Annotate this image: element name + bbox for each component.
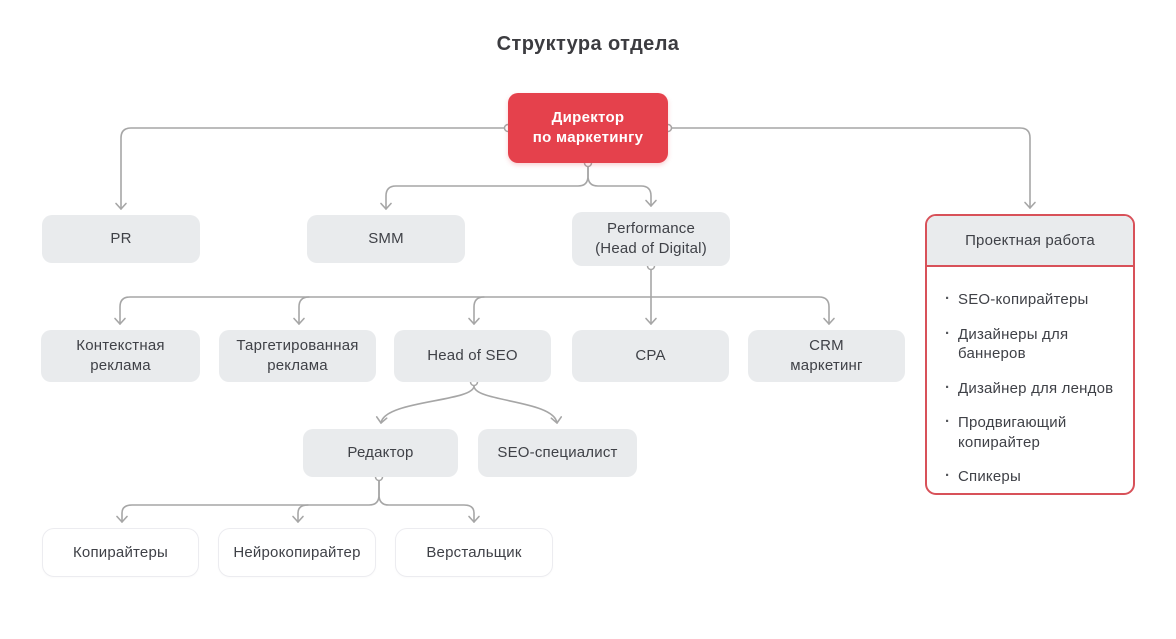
node-editor: Редактор xyxy=(303,429,458,477)
panel-item-seo-copywriters: SEO-копирайтеры xyxy=(944,289,1123,310)
node-performance: Performance (Head of Digital) xyxy=(572,212,730,266)
panel-item-banner-designers: Дизайнеры для баннеров xyxy=(944,324,1123,364)
project-panel-title: Проектная работа xyxy=(927,216,1133,267)
node-context-ads: Контекстная реклама xyxy=(41,330,200,382)
panel-item-promo-copywriter: Продвигающий копирайтер xyxy=(944,412,1123,452)
node-director: Директор по маркетингу xyxy=(508,93,668,163)
node-cpa: CPA xyxy=(572,330,729,382)
project-panel-list: SEO-копирайтеры Дизайнеры для баннеров Д… xyxy=(927,267,1133,487)
connector-dots xyxy=(374,123,673,482)
node-neuro-copywriter: Нейрокопирайтер xyxy=(218,528,376,577)
node-layout-designer: Верстальщик xyxy=(395,528,553,577)
node-head-of-seo: Head of SEO xyxy=(394,330,551,382)
node-copywriters: Копирайтеры xyxy=(42,528,199,577)
chart-title: Структура отдела xyxy=(496,33,680,55)
panel-item-speakers: Спикеры xyxy=(944,466,1123,487)
node-seo-specialist: SEO-специалист xyxy=(478,429,637,477)
project-work-panel: Проектная работа SEO-копирайтеры Дизайне… xyxy=(925,214,1135,495)
node-smm: SMM xyxy=(307,215,465,263)
panel-item-landing-designer: Дизайнер для лендов xyxy=(944,378,1123,399)
node-pr: PR xyxy=(42,215,200,263)
node-target-ads: Таргетированная реклама xyxy=(219,330,376,382)
node-crm: CRM маркетинг xyxy=(748,330,905,382)
